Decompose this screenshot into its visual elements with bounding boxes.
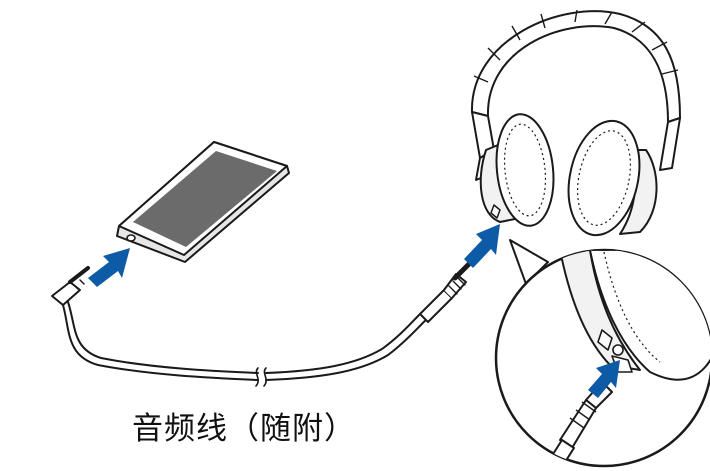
audio-cable-icon <box>51 261 472 387</box>
headphones-icon <box>470 9 681 237</box>
cable-caption: 音频线（随附） <box>132 411 356 447</box>
phone-icon <box>116 141 290 263</box>
insert-arrow-icon <box>464 224 500 268</box>
insert-arrow-icon <box>88 248 130 287</box>
insert-arrow-icon <box>588 360 620 398</box>
magnifier-callout-icon <box>494 239 710 468</box>
